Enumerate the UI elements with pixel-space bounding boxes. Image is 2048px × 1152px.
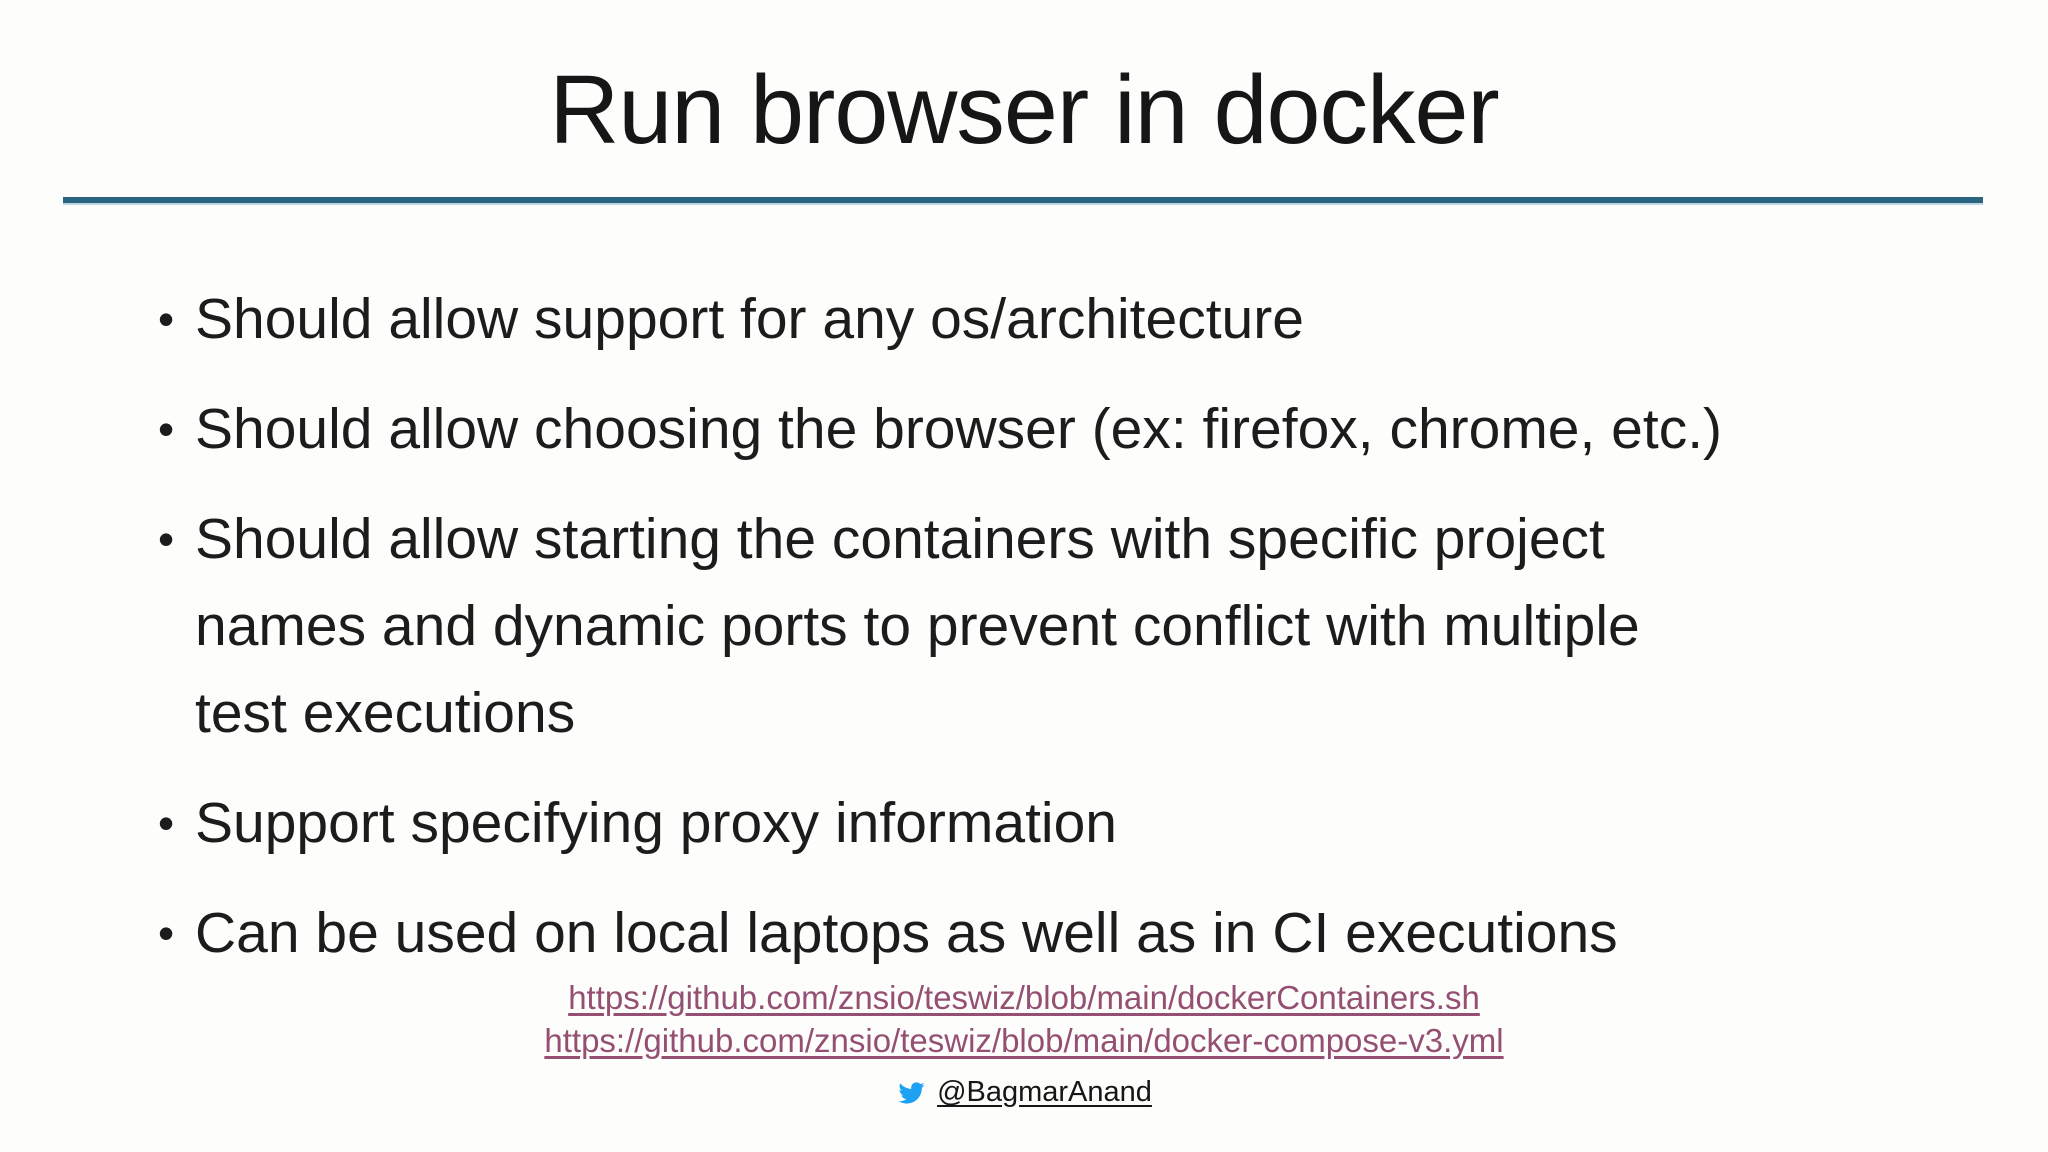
footer-twitter-row: @BagmarAnand bbox=[0, 1075, 2048, 1111]
link-docker-compose-file[interactable]: https://github.com/znsio/teswiz/blob/mai… bbox=[544, 1022, 1504, 1059]
twitter-handle-link[interactable]: @BagmarAnand bbox=[937, 1076, 1152, 1109]
link-docker-containers-script[interactable]: https://github.com/znsio/teswiz/blob/mai… bbox=[568, 979, 1480, 1016]
slide-title: Run browser in docker bbox=[549, 55, 1499, 164]
title-divider-line bbox=[63, 197, 1983, 205]
bullet-list: Should allow support for any os/architec… bbox=[150, 276, 1990, 1000]
bullet-local-and-ci: Can be used on local laptops as well as … bbox=[150, 890, 1990, 977]
bullet-container-naming: Should allow starting the containers wit… bbox=[150, 496, 1990, 757]
reference-links: https://github.com/znsio/teswiz/blob/mai… bbox=[0, 976, 2048, 1062]
twitter-bird-icon bbox=[896, 1080, 927, 1106]
bullet-browser-choice: Should allow choosing the browser (ex: f… bbox=[150, 386, 1990, 473]
bullet-proxy-support: Support specifying proxy information bbox=[150, 780, 1990, 867]
bullet-os-architecture: Should allow support for any os/architec… bbox=[150, 276, 1990, 363]
